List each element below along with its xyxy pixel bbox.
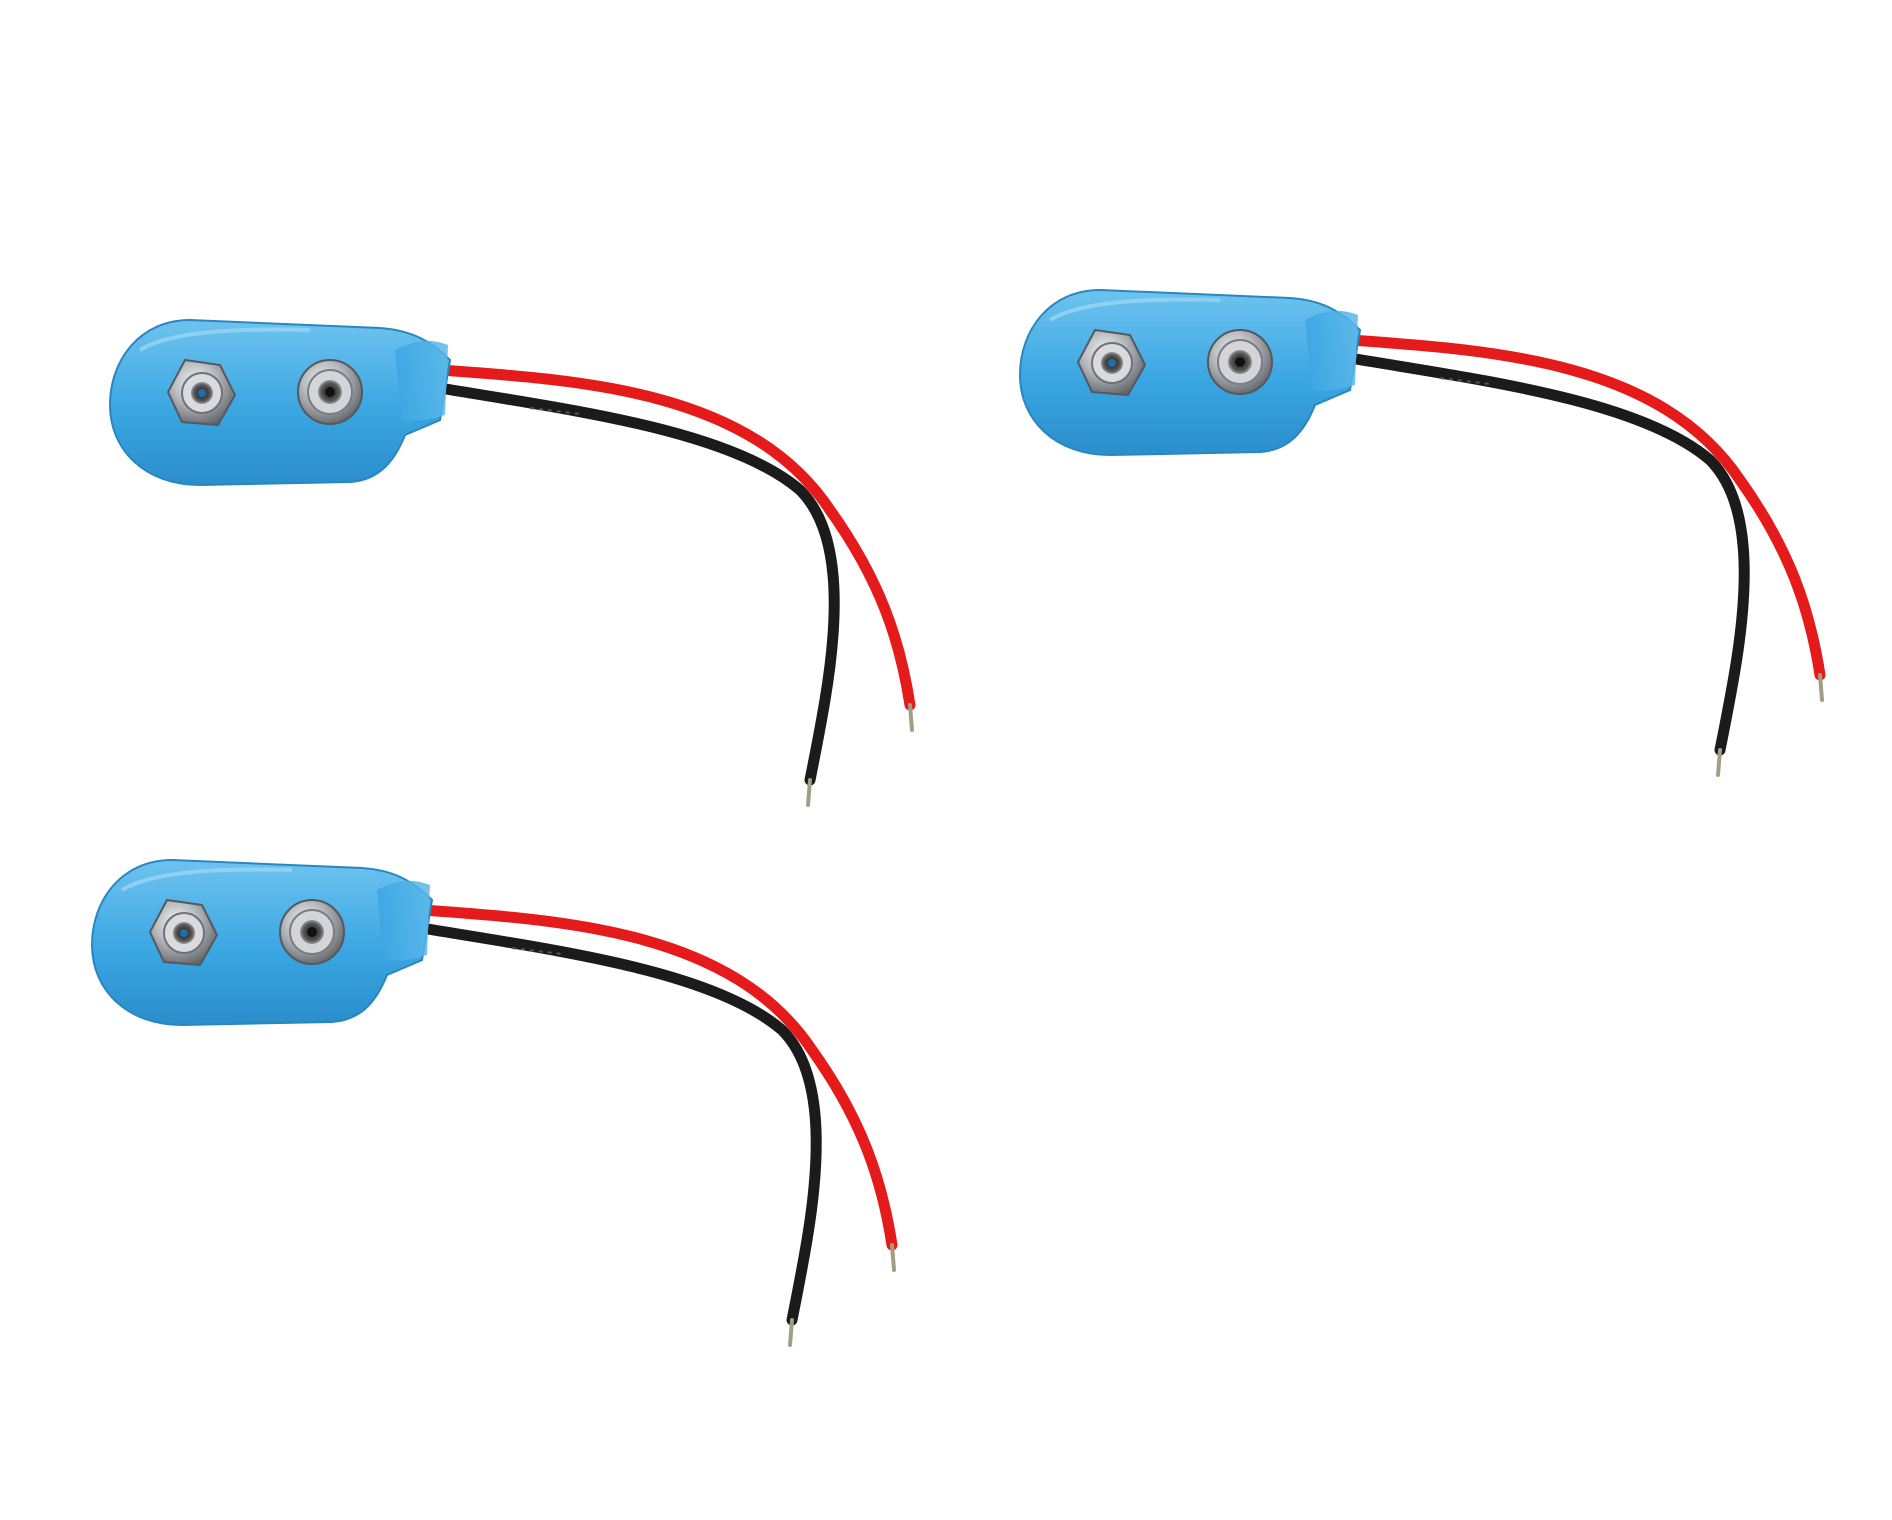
product-photo bbox=[86, 284, 1828, 1351]
